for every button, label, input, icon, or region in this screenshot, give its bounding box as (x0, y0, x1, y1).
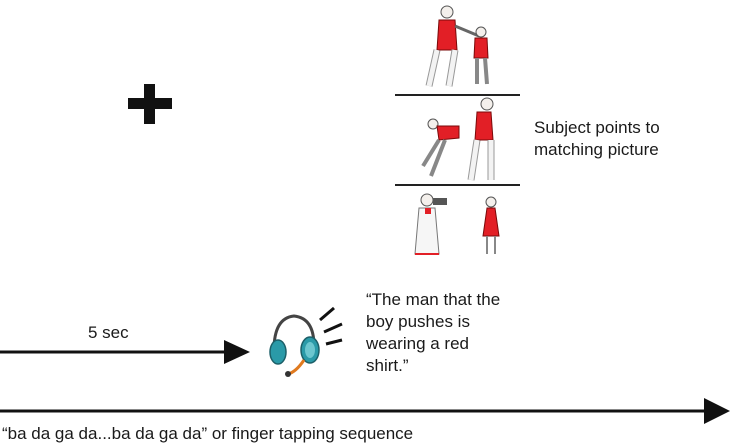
picture-distractor (414, 193, 500, 255)
sentence-line3: wearing a red (366, 334, 470, 353)
picture-man-pushes-boy (425, 5, 489, 87)
fixation-cross (128, 84, 172, 124)
picture-boy-pushes-man (421, 97, 495, 181)
subject-instruction: Subject points to matching picture (534, 117, 714, 161)
sentence-line4: shirt.” (366, 356, 409, 375)
subject-instruction-line2: matching picture (534, 140, 659, 159)
picture-divider (395, 94, 520, 96)
headphones-icon (269, 306, 343, 377)
spoken-sentence: “The man that the boy pushes is wearing … (366, 289, 546, 377)
sentence-line2: boy pushes is (366, 312, 470, 331)
delay-label: 5 sec (88, 323, 129, 342)
sentence-line1: “The man that the (366, 290, 501, 309)
timeline-arrow (0, 398, 730, 424)
timeline-label: “ba da ga da...ba da ga da” or finger ta… (2, 424, 414, 443)
subject-instruction-line1: Subject points to (534, 118, 660, 137)
delay-arrow (0, 340, 250, 364)
picture-divider (395, 184, 520, 186)
